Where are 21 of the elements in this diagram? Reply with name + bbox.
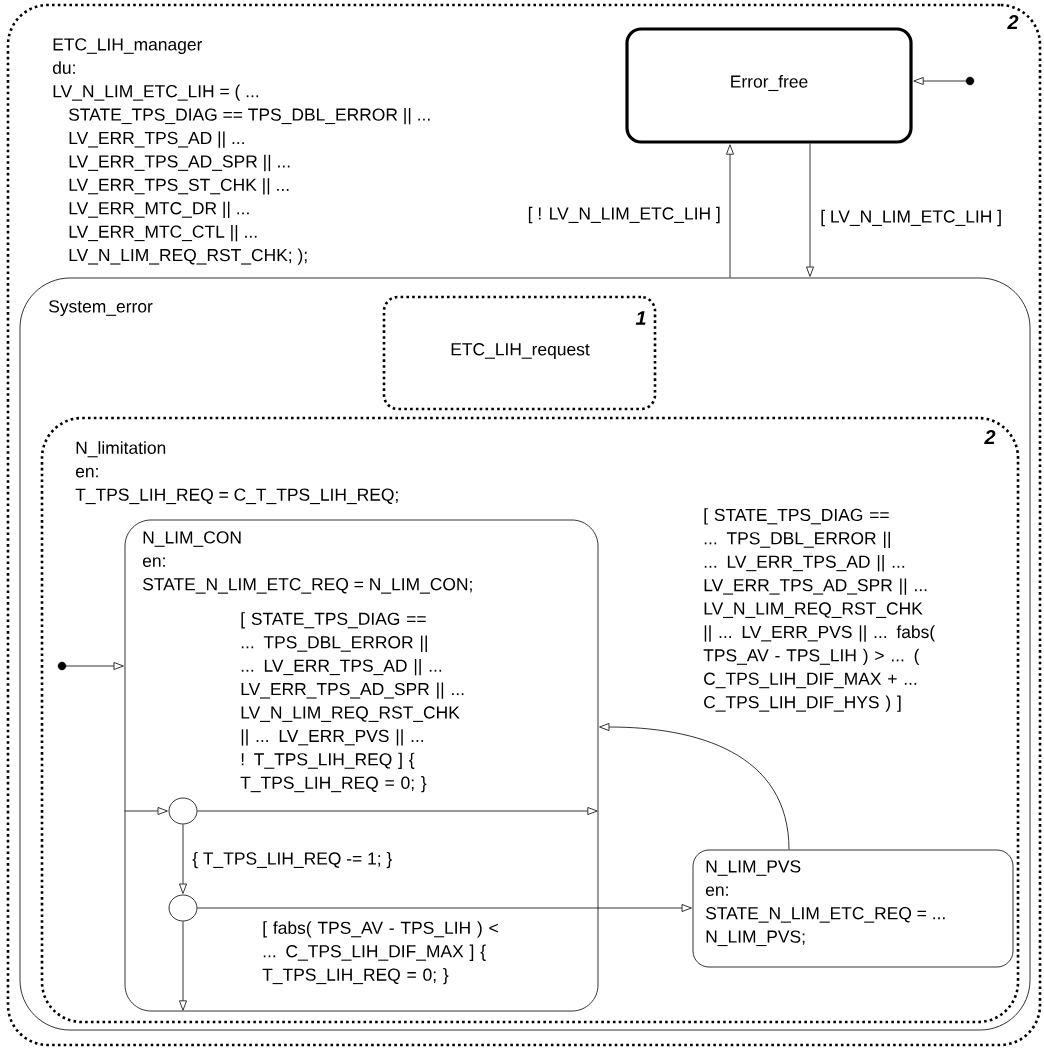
state-box: Error_free [625, 27, 913, 144]
transition-label: [ fabs( TPS_AV - TPS_LIH ) < ... C_TPS_LIH_DIF_MAX ] { T_TPS_LIH_REQ = 0; } [262, 921, 498, 985]
transition-arrow [599, 723, 790, 850]
transition-arrow [197, 807, 598, 815]
transition-arrow [806, 143, 814, 277]
transition-arrow [726, 144, 734, 278]
junction-circle [168, 797, 198, 825]
transition-label: { T_TPS_LIH_REQ -= 1; } [192, 851, 392, 869]
transition-arrow [197, 904, 692, 912]
transition-arrow [179, 921, 187, 1011]
decomposition-number: 2 [984, 430, 996, 444]
decomposition-number: 1 [635, 311, 646, 325]
transition-label: [ ! LV_N_LIM_ETC_LIH ] [528, 206, 720, 224]
transition-label: [ STATE_TPS_DIAG == ... TPS_DBL_ERROR || ... LV_ERR_TPS_AD || ... LV_ERR_TPS_AD_SPR || ... LV_N_LIM_REQ_RST_CHK || ... LV_ERR_PVS || ... ! T_TPS_LIH_REQ ] { T_TPS_LIH_REQ = 0; } [240, 612, 464, 793]
transition-label: [ LV_N_LIM_ETC_LIH ] [821, 209, 1001, 227]
transition-arrow [124, 807, 168, 815]
junction-circle [168, 894, 198, 922]
decomposition-number: 2 [1007, 15, 1019, 29]
transition-arrow [179, 824, 187, 894]
transition-label: [ STATE_TPS_DIAG == ... TPS_DBL_ERROR || ... LV_ERR_TPS_AD || ... LV_ERR_TPS_AD_SPR || ... LV_N_LIM_REQ_RST_CHK || ... LV_ERR_PVS || ... fabs( TPS_AV - TPS_LIH ) > ... ( C_TPS_LIH_DIF_MAX + ... C_TPS_LIH_DIF_HYS ) ] [703, 508, 936, 712]
state-box: N_LIM_PVS en: STATE_N_LIM_ETC_REQ = ... N_LIM_PVS; [692, 849, 1014, 968]
